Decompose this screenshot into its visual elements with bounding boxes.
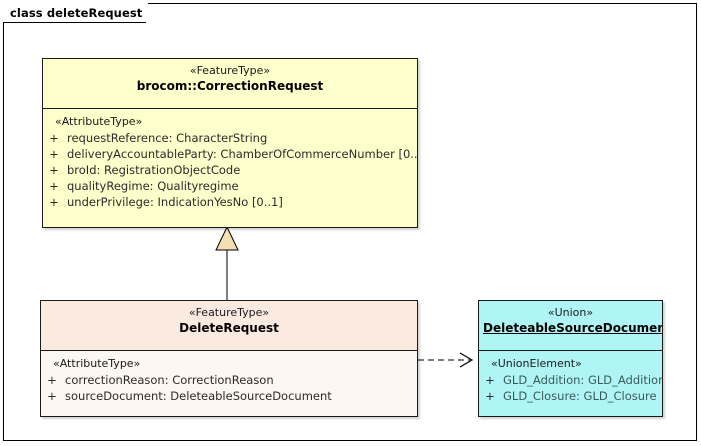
class-correction-request[interactable]: «FeatureType» brocom::CorrectionRequest … xyxy=(42,58,418,228)
class-delete-request[interactable]: «FeatureType» DeleteRequest «AttributeTy… xyxy=(40,300,418,417)
attribute-row[interactable]: + GLD_Closure: GLD_Closure xyxy=(479,388,662,404)
attribute-text: requestReference: CharacterString xyxy=(67,131,268,145)
attribute-text: sourceDocument: DeleteableSourceDocument xyxy=(65,389,332,403)
attribute-text: qualityRegime: Qualityregime xyxy=(67,179,239,193)
class-deleteable-source-document[interactable]: «Union» DeleteableSourceDocument «UnionE… xyxy=(478,300,663,417)
class-header-deleteable-source-document: «Union» DeleteableSourceDocument xyxy=(479,301,662,351)
visibility-marker: + xyxy=(49,179,59,193)
frame-label: class deleteRequest xyxy=(3,3,149,22)
stereotype-label: «FeatureType» xyxy=(188,306,270,319)
class-name-label: brocom::CorrectionRequest xyxy=(136,79,324,93)
visibility-marker: + xyxy=(49,147,59,161)
attribute-row[interactable]: + deliveryAccountableParty: ChamberOfCom… xyxy=(43,146,417,162)
class-header-delete-request: «FeatureType» DeleteRequest xyxy=(41,301,417,351)
class-name-label: DeleteableSourceDocument xyxy=(483,321,662,335)
visibility-marker: + xyxy=(485,373,495,387)
visibility-marker: + xyxy=(49,163,59,177)
attribute-row[interactable]: + qualityRegime: Qualityregime xyxy=(43,178,417,194)
class-body-correction-request: «AttributeType» + requestReference: Char… xyxy=(43,109,417,214)
visibility-marker: + xyxy=(485,389,495,403)
attribute-row[interactable]: + underPrivilege: IndicationYesNo [0..1] xyxy=(43,194,417,210)
attribute-text: deliveryAccountableParty: ChamberOfComme… xyxy=(67,147,417,161)
visibility-marker: + xyxy=(49,195,59,209)
dependency-connector[interactable] xyxy=(418,350,480,370)
section-stereotype-attributetype: «AttributeType» xyxy=(55,115,143,128)
frame-label-text: class deleteRequest xyxy=(10,5,143,20)
visibility-marker: + xyxy=(47,389,57,403)
attribute-text: correctionReason: CorrectionReason xyxy=(65,373,274,387)
attribute-text: GLD_Closure: GLD_Closure xyxy=(503,389,657,403)
class-name-label: DeleteRequest xyxy=(179,321,279,335)
visibility-marker: + xyxy=(49,131,59,145)
attribute-text: GLD_Addition: GLD_Addition xyxy=(503,373,662,387)
class-body-deleteable-source-document: «UnionElement» + GLD_Addition: GLD_Addit… xyxy=(479,351,662,408)
section-stereotype-attributetype: «AttributeType» xyxy=(53,357,141,370)
stereotype-label: «Union» xyxy=(547,306,594,319)
attribute-text: underPrivilege: IndicationYesNo [0..1] xyxy=(67,195,283,209)
attribute-row[interactable]: + GLD_Addition: GLD_Addition xyxy=(479,372,662,388)
class-body-delete-request: «AttributeType» + correctionReason: Corr… xyxy=(41,351,417,408)
attribute-row[interactable]: + requestReference: CharacterString xyxy=(43,130,417,146)
attribute-text: broId: RegistrationObjectCode xyxy=(67,163,241,177)
visibility-marker: + xyxy=(47,373,57,387)
stereotype-label: «FeatureType» xyxy=(189,64,271,77)
attribute-row[interactable]: + broId: RegistrationObjectCode xyxy=(43,162,417,178)
attribute-row[interactable]: + correctionReason: CorrectionReason xyxy=(41,372,417,388)
attribute-row[interactable]: + sourceDocument: DeleteableSourceDocume… xyxy=(41,388,417,404)
class-header-correction-request: «FeatureType» brocom::CorrectionRequest xyxy=(43,59,417,109)
generalization-connector[interactable] xyxy=(205,225,245,310)
section-stereotype-unionelement: «UnionElement» xyxy=(491,357,582,370)
